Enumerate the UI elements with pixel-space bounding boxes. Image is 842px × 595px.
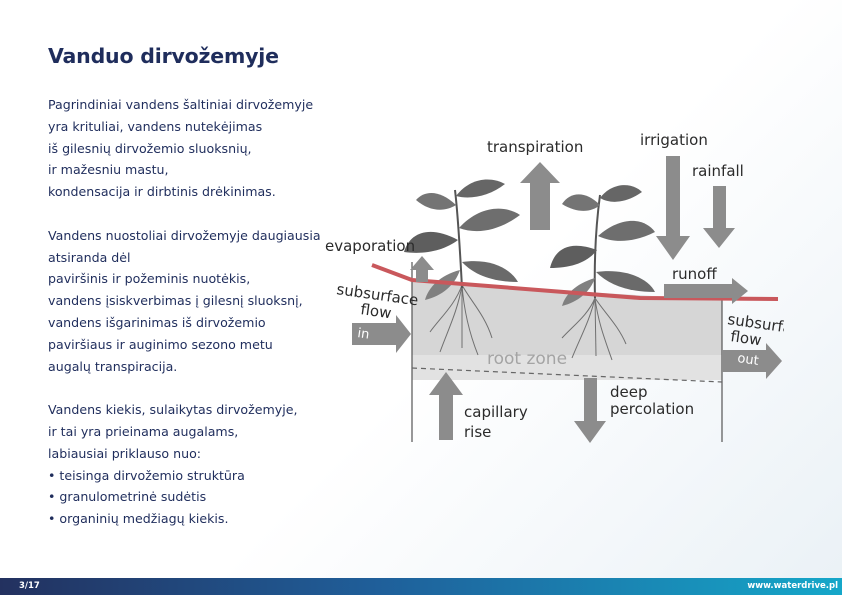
runoff-arrow <box>664 278 748 304</box>
bullet-item: • organinių medžiagų kiekis. <box>48 511 229 527</box>
soil-water-diagram: transpiration irrigation rainfall evapor… <box>325 131 784 443</box>
text-line: Vandens nuostoliai dirvožemyje daugiausi… <box>48 227 321 243</box>
text-line: kondensacija ir dirbtinis drėkinimas. <box>48 184 276 200</box>
paragraph-water-retention: Vandens kiekis, sulaikytas dirvožemyje, … <box>48 399 348 464</box>
bullet-list: • teisinga dirvožemio struktūra • granul… <box>48 465 348 530</box>
website-link[interactable]: www.waterdrive.pl <box>747 581 838 591</box>
label-rise: rise <box>464 423 491 441</box>
text-line: augalų transpiracija. <box>48 358 178 374</box>
text-line: iš gilesnių dirvožemio sluoksnių, <box>48 140 252 156</box>
plant-roots <box>429 284 627 361</box>
label-irrigation: irrigation <box>640 131 708 149</box>
text-line: ir mažesniu mastu, <box>48 162 169 178</box>
label-transpiration: transpiration <box>487 138 583 156</box>
label-in: in <box>356 326 370 343</box>
label-capillary: capillary <box>464 403 528 421</box>
label-flow-out: flow <box>729 327 762 349</box>
text-line: yra krituliai, vandens nutekėjimas <box>48 118 263 134</box>
text-line: Vandens kiekis, sulaikytas dirvožemyje, <box>48 402 298 418</box>
text-line: paviršiaus ir auginimo sezono metu <box>48 336 273 352</box>
transpiration-arrow <box>520 162 560 230</box>
page-title: Vanduo dirvožemyje <box>48 44 279 68</box>
text-line: vandens išgarinimas iš dirvožemio <box>48 314 266 330</box>
soil-block <box>411 262 723 442</box>
deep-percolation-arrow <box>574 378 606 443</box>
text-line: ir tai yra prieinama augalams, <box>48 423 239 439</box>
rainfall-arrow <box>703 186 735 248</box>
footer-bar: 3/17 www.waterdrive.pl <box>0 578 842 595</box>
subsurface-flow-out-arrow <box>722 343 782 379</box>
bullet-item: • teisinga dirvožemio struktūra <box>48 467 245 483</box>
text-line: Pagrindiniai vandens šaltiniai dirvožemy… <box>48 97 314 112</box>
label-root-zone: root zone <box>487 349 567 369</box>
text-line: paviršinis ir požeminis nuotėkis, <box>48 271 251 287</box>
page-number: 3/17 <box>19 581 40 591</box>
label-percolation: percolation <box>610 400 694 418</box>
label-rainfall: rainfall <box>692 162 744 180</box>
label-evaporation: evaporation <box>325 237 415 255</box>
body-text: Pagrindiniai vandens šaltiniai dirvožemy… <box>48 94 348 530</box>
paragraph-water-sources: Pagrindiniai vandens šaltiniai dirvožemy… <box>48 94 348 203</box>
subsurface-flow-in-arrow <box>352 315 411 353</box>
irrigation-arrow <box>656 156 690 260</box>
bullet-item: • granulometrinė sudėtis <box>48 489 207 505</box>
label-flow-in: flow <box>359 300 392 322</box>
evaporation-arrow <box>410 256 434 282</box>
label-out: out <box>736 351 759 369</box>
label-runoff: runoff <box>672 265 717 283</box>
text-line: vandens įsiskverbimas į gilesnį sluoksnį… <box>48 293 303 309</box>
label-deep: deep <box>610 383 648 401</box>
plant-right <box>550 185 655 306</box>
paragraph-water-losses: Vandens nuostoliai dirvožemyje daugiausi… <box>48 225 348 378</box>
capillary-rise-arrow <box>429 372 463 440</box>
plant-left <box>404 179 520 300</box>
soil-surface-line <box>371 263 779 301</box>
text-line: atsiranda dėl <box>48 249 131 265</box>
text-line: labiausiai priklauso nuo: <box>48 445 202 461</box>
